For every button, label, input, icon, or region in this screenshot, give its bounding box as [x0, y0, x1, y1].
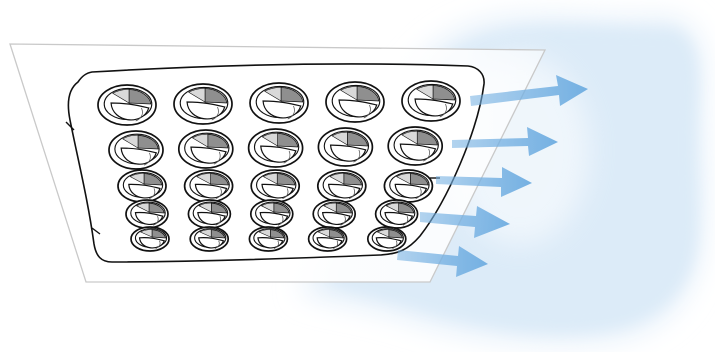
led-reflector	[249, 129, 303, 167]
led-reflector	[185, 170, 233, 202]
led-reflector	[368, 227, 406, 251]
led-reflector	[318, 128, 372, 166]
led-reflector	[326, 82, 384, 122]
led-reflector	[179, 130, 233, 168]
led-reflector	[309, 227, 347, 251]
led-reflector	[376, 200, 418, 228]
led-reflector	[251, 170, 299, 202]
led-reflector	[174, 84, 232, 124]
led-reflector	[188, 200, 230, 228]
led-reflector	[402, 81, 460, 121]
led-reflector	[313, 200, 355, 228]
led-reflector	[118, 170, 166, 202]
led-reflector	[131, 227, 169, 251]
led-reflector	[190, 227, 228, 251]
led-reflector	[249, 227, 287, 251]
led-reflector	[384, 170, 432, 202]
led-reflector	[251, 200, 293, 228]
led-reflector	[126, 200, 168, 228]
led-reflector	[250, 83, 308, 123]
led-reflector	[318, 170, 366, 202]
led-reflector	[109, 131, 163, 169]
led-reflector	[388, 127, 442, 165]
led-reflector	[98, 85, 156, 125]
